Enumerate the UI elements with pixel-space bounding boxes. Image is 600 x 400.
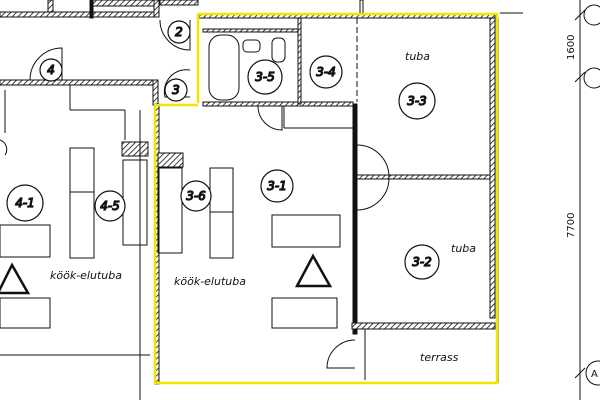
- room-label-tuba-right: tuba: [451, 242, 476, 255]
- room-markers: 3-1 3-2 3-3 3-4 3-5 3-6 4-1 4-5 2 3 4: [6, 20, 440, 280]
- door-swings: [0, 19, 390, 369]
- sink-icon: [242, 39, 261, 53]
- svg-text:3: 3: [172, 83, 180, 97]
- toilet-icon: [271, 37, 286, 63]
- room-3-5-marker: 3-5: [247, 59, 283, 95]
- svg-text:4-5: 4-5: [100, 199, 120, 213]
- dimension-7700: 7700: [566, 213, 577, 238]
- room-3-1-marker: 3-1: [260, 169, 294, 203]
- svg-text:3-6: 3-6: [186, 189, 206, 203]
- bathtub-icon: [208, 34, 240, 101]
- svg-text:3-5: 3-5: [255, 70, 275, 84]
- room-label-kook-mid: köök-elutuba: [174, 275, 246, 288]
- room-label-kook-left: köök-elutuba: [50, 269, 122, 282]
- room-label-terrass: terrass: [420, 351, 459, 364]
- svg-text:4-1: 4-1: [15, 196, 35, 210]
- room-3-4-marker: 3-4: [309, 55, 343, 89]
- svg-text:3-3: 3-3: [407, 94, 427, 108]
- room-label-tuba-top: tuba: [405, 50, 430, 63]
- room-4-5-marker: 4-5: [94, 190, 126, 222]
- svg-text:3-1: 3-1: [267, 179, 287, 193]
- svg-text:2: 2: [175, 25, 183, 39]
- dimension-lines: [500, 0, 600, 400]
- bathroom-fixtures: [208, 34, 286, 101]
- room-3-3-marker: 3-3: [398, 82, 436, 120]
- walls: [0, 0, 499, 400]
- svg-text:3-4: 3-4: [316, 65, 336, 79]
- stair-2-marker: 2: [167, 20, 191, 44]
- room-3-6-marker: 3-6: [180, 180, 212, 212]
- stair-3-marker: 3: [164, 78, 188, 102]
- dimension-1600: 1600: [566, 35, 577, 60]
- svg-text:3-2: 3-2: [412, 255, 432, 269]
- room-3-2-marker: 3-2: [404, 244, 440, 280]
- svg-text:4: 4: [47, 63, 55, 77]
- chair-icon: [294, 253, 333, 288]
- stair-4-marker: 4: [39, 58, 63, 82]
- room-4-1-marker: 4-1: [6, 184, 44, 222]
- furniture: [0, 147, 341, 329]
- axis-label-a: A: [591, 369, 598, 380]
- apartment-highlight: [153, 12, 499, 385]
